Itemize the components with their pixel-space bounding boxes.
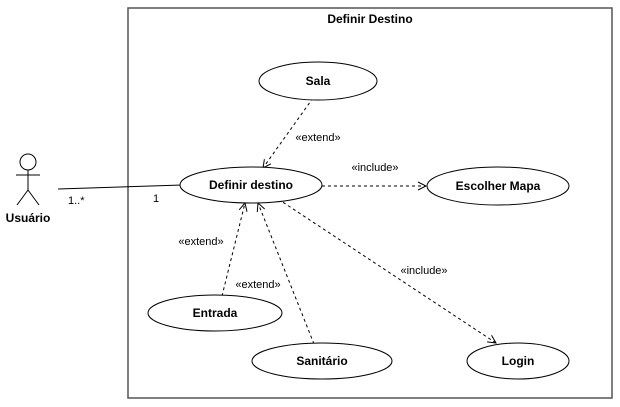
association-line [57,184,183,190]
relation-sala-extend [263,97,314,168]
usecase-entrada[interactable]: Entrada [147,294,283,332]
usecase-multiplicity: 1 [153,193,159,205]
relation-sala-extend-label: «extend» [295,132,340,144]
relation-entrada-extend [221,203,245,297]
usecase-definir-destino[interactable]: Definir destino [179,166,323,204]
usecase-login[interactable]: Login [466,342,570,380]
system-boundary [127,7,613,399]
usecase-sanitario-label: Sanitário [296,354,347,368]
relation-sanitario-extend-label: «extend» [235,279,280,291]
usecase-sala-label: Sala [306,74,331,88]
actor-multiplicity: 1..* [68,195,85,207]
relation-entrada-extend-label: «extend» [178,236,223,248]
usecase-escolher-mapa-label: Escolher Mapa [456,179,541,193]
usecase-escolher-mapa[interactable]: Escolher Mapa [426,166,570,206]
relation-login-include [277,198,496,343]
relation-sanitario-extend [258,203,315,345]
usecase-login-label: Login [502,354,535,368]
relation-escolher-mapa-include-label: «include» [351,162,398,174]
usecase-definir-destino-label: Definir destino [209,178,293,192]
usecase-sanitario[interactable]: Sanitário [251,342,393,380]
actor-label: Usuário [6,211,51,225]
usecase-entrada-label: Entrada [193,306,238,320]
usecase-sala[interactable]: Sala [258,61,378,101]
system-title: Definir Destino [327,12,412,26]
relation-login-include-label: «include» [400,265,447,277]
actor-usuario [16,153,40,206]
